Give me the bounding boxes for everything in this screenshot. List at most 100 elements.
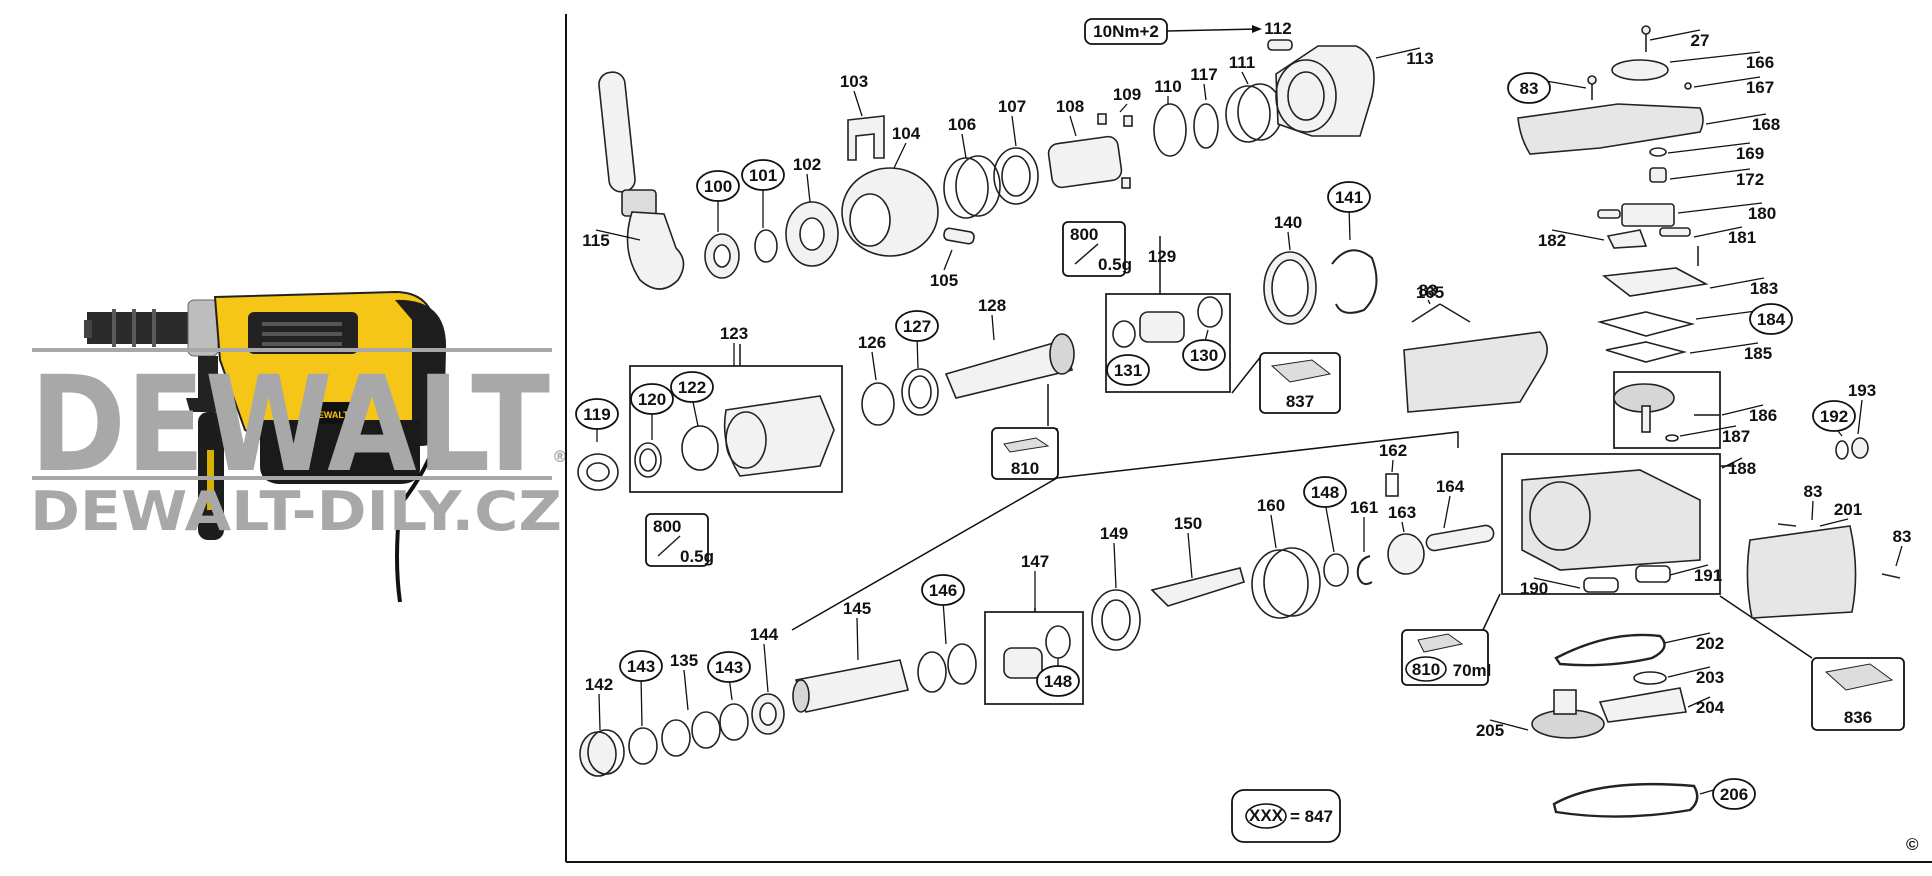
part-number: 169 (1736, 144, 1764, 163)
kit-number: 836 (1844, 708, 1872, 727)
part-number: 172 (1736, 170, 1764, 189)
part-number: 102 (793, 155, 821, 174)
part-label-206: 206 (1699, 778, 1756, 810)
leader-line (1819, 518, 1849, 527)
label-ring (1327, 181, 1371, 213)
part-number: 117 (1190, 65, 1217, 84)
part-label-182: 182 (1538, 229, 1605, 250)
part-label-164: 164 (1436, 477, 1465, 529)
part-label-161: 161 (1350, 498, 1378, 552)
leader-line (806, 173, 811, 203)
part-number: 165 (1416, 283, 1444, 302)
leader-line (1857, 399, 1863, 435)
leader-line (1689, 342, 1759, 354)
leader-line (1375, 47, 1421, 59)
part-number: 148 (1311, 483, 1339, 502)
leader-line (1489, 719, 1529, 731)
part-label-144: 144 (750, 625, 779, 693)
part-number: 168 (1752, 115, 1780, 134)
part-label-27: 27 (1649, 29, 1710, 50)
part-label-129: 129 (1148, 247, 1176, 266)
part-number: 166 (1746, 53, 1774, 72)
leader-line (598, 693, 601, 731)
part-number: 192 (1820, 407, 1848, 426)
leader-line (1287, 231, 1291, 251)
part-number: 144 (750, 625, 779, 644)
part-label-188: 188 (1721, 457, 1756, 478)
part-shapes (577, 25, 1901, 818)
part-number: 184 (1757, 310, 1786, 329)
leader-line (683, 669, 689, 711)
part-label-147: 147 (1021, 552, 1049, 612)
part-label-113: 113 (1375, 47, 1434, 68)
label-ring (670, 371, 714, 403)
part-number: 27 (1691, 31, 1710, 50)
part-number: 112 (1264, 19, 1291, 38)
leader-line (1241, 71, 1249, 85)
tool-brand-badge: DEWALT (311, 410, 349, 420)
label-ring (630, 383, 674, 415)
part-label-185: 185 (1689, 342, 1772, 363)
part-number: 108 (1056, 97, 1084, 116)
label-ring (921, 574, 965, 606)
part-label-120: 120 (630, 383, 674, 440)
part-number: 142 (585, 675, 613, 694)
part-number: 119 (583, 405, 610, 424)
part-label-183: 183 (1709, 277, 1778, 298)
label-ring (1507, 72, 1551, 104)
part-number: 143 (715, 658, 743, 677)
label-ring (741, 159, 785, 191)
label-ring (1036, 665, 1080, 697)
leader-line (1811, 500, 1814, 521)
part-number: 204 (1696, 698, 1725, 717)
part-label-190: 190 (1520, 577, 1581, 598)
part-number: 181 (1728, 228, 1756, 247)
part-number: 203 (1696, 668, 1724, 687)
leader-line (853, 90, 863, 117)
part-label-142: 142 (585, 675, 613, 731)
part-number: 115 (582, 231, 609, 250)
watermark-site: DEWALT-DILY.CZ (30, 480, 562, 543)
grease-number: 800 (653, 517, 681, 536)
part-label-143: 143 (707, 651, 751, 701)
part-label-191: 191 (1669, 564, 1722, 585)
part-label-102: 102 (793, 155, 821, 203)
part-label-111: 111 (1229, 53, 1256, 85)
diagram-frame: © (565, 14, 1932, 863)
label-ring (619, 650, 663, 682)
kit-number: 810 (1412, 660, 1440, 679)
part-label-140: 140 (1274, 213, 1302, 251)
part-label-187: 187 (1679, 425, 1750, 446)
part-number: 106 (948, 115, 976, 134)
part-number: 141 (1335, 188, 1363, 207)
rotary-hammer-illustration: DEWALT (84, 290, 447, 603)
part-number: 127 (903, 317, 931, 336)
part-label-83: 83 (1893, 527, 1912, 567)
label-ring (1106, 354, 1150, 386)
leader-line (1203, 83, 1207, 101)
torque-note: 10Nm+2 (1084, 18, 1262, 45)
part-label-186: 186 (1721, 404, 1777, 425)
part-number: 148 (1044, 672, 1072, 691)
leader-line (1649, 29, 1701, 41)
kit-box-837: 837 (1259, 352, 1341, 414)
label-ring (895, 310, 939, 342)
part-label-167: 167 (1693, 76, 1774, 97)
part-number: 120 (638, 390, 666, 409)
part-number: 135 (670, 651, 698, 670)
label-ring (1749, 303, 1793, 335)
part-label-101: 101 (741, 159, 785, 228)
part-number: 107 (998, 97, 1026, 116)
part-label-128: 128 (978, 296, 1006, 341)
part-label-168: 168 (1705, 113, 1780, 134)
leader-line (1667, 666, 1711, 678)
part-label-184: 184 (1695, 303, 1793, 335)
part-number: 83 (1893, 527, 1912, 546)
leader-line (961, 133, 967, 159)
label-ring (1182, 339, 1226, 371)
part-number: 111 (1229, 53, 1256, 72)
part-number: 103 (840, 72, 868, 91)
part-number: 145 (843, 599, 871, 618)
part-label-165: 165 (1416, 283, 1444, 302)
